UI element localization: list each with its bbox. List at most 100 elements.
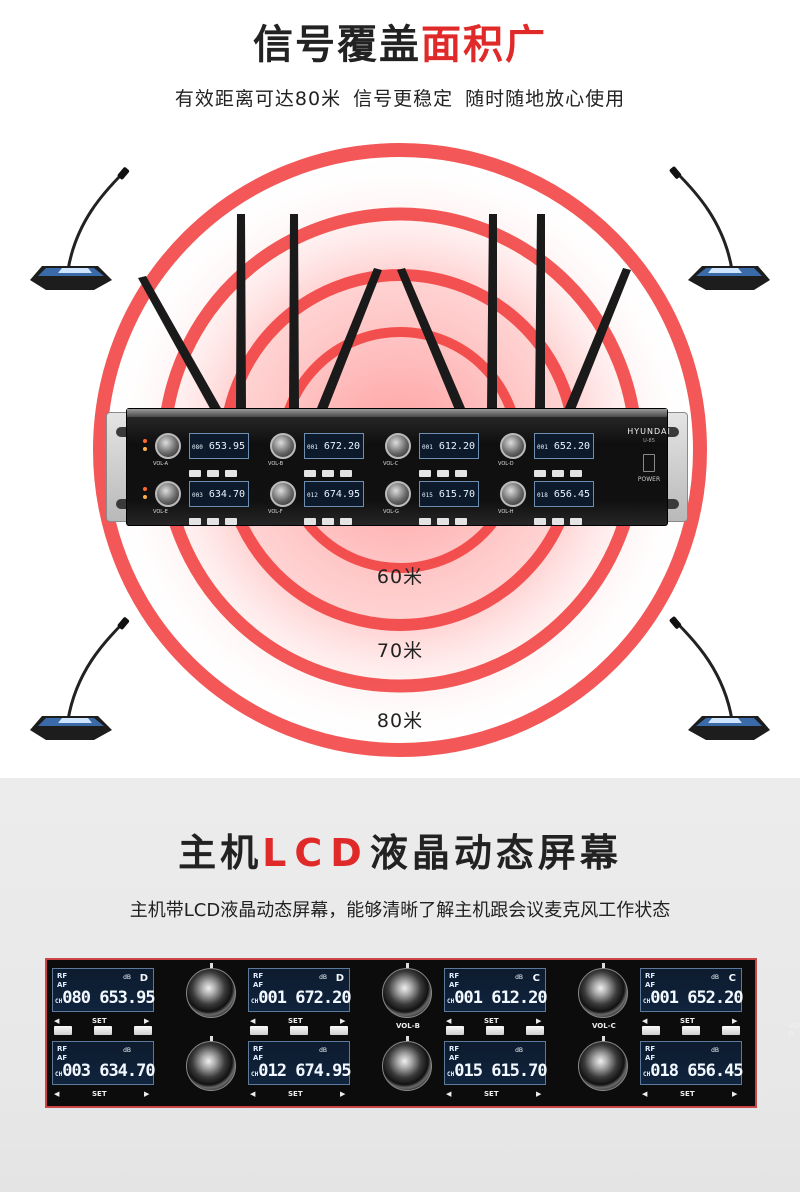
volume-knob[interactable]: [382, 1036, 432, 1091]
right-arrow-icon: ▶: [732, 1090, 738, 1098]
volume-knob[interactable]: [578, 1036, 628, 1091]
channel-buttons[interactable]: [419, 462, 481, 477]
receiver-channel: 001 612.20 VOL-C: [379, 431, 491, 477]
volume-knob[interactable]: [270, 433, 296, 459]
set-key[interactable]: [486, 1026, 504, 1035]
channel-buttons[interactable]: [534, 462, 596, 477]
volume-knob[interactable]: [155, 481, 181, 507]
left-key[interactable]: [250, 1026, 268, 1035]
antenna: [535, 214, 545, 410]
antenna: [236, 214, 246, 410]
power-switch[interactable]: [643, 454, 655, 472]
right-key[interactable]: [722, 1026, 740, 1035]
set-key[interactable]: [94, 1026, 112, 1035]
channel-controls: ◀ SET ▶: [444, 1089, 546, 1105]
ring-80: [93, 143, 707, 757]
right-arrow-icon: ▶: [340, 1090, 346, 1098]
channel-buttons[interactable]: [304, 510, 366, 525]
lcd-title: 主机LCD液晶动态屏幕: [178, 831, 622, 875]
channel-buttons[interactable]: [304, 462, 366, 477]
channel-buttons[interactable]: [419, 510, 481, 525]
set-key[interactable]: [290, 1026, 308, 1035]
left-key[interactable]: [54, 1026, 72, 1035]
lcd-subtitle: 主机带LCD液晶动态屏幕，能够清晰了解主机跟会议麦克风工作状态: [129, 900, 671, 921]
channel-keys: [640, 1026, 742, 1036]
knob-label: VOL-C: [592, 1022, 616, 1030]
left-arrow-icon: ◀: [642, 1017, 648, 1025]
brand-block: HYUNDAI U-85 POWER: [619, 427, 679, 517]
right-key[interactable]: [134, 1026, 152, 1035]
rack-hole: [661, 499, 679, 509]
right-arrow-icon: ▶: [732, 1017, 738, 1025]
left-key[interactable]: [446, 1026, 464, 1035]
receiver-channel: 015 615.70 VOL-G: [379, 479, 491, 525]
left-key[interactable]: [642, 1026, 660, 1035]
volume-label: VOL-E: [153, 509, 168, 515]
set-label: SET: [288, 1017, 303, 1025]
volume-knob[interactable]: [186, 1036, 236, 1091]
wireless-receiver: 080 653.95 VOL-A 001 672.20 VOL-B 001 61…: [106, 408, 688, 526]
volume-knob[interactable]: [155, 433, 181, 459]
set-label: SET: [288, 1090, 303, 1098]
receiver-chassis: 080 653.95 VOL-A 001 672.20 VOL-B 001 61…: [126, 408, 670, 526]
left-arrow-icon: ◀: [446, 1017, 452, 1025]
knob-label: VOL-D: [788, 1022, 800, 1038]
volume-knob[interactable]: [382, 963, 432, 1018]
lcd-display: 015 615.70: [419, 481, 479, 507]
lcd-display: 080 653.95: [189, 433, 249, 459]
lcd-display: 003 634.70: [189, 481, 249, 507]
volume-knob[interactable]: [385, 481, 411, 507]
lcd-display: 012 674.95: [304, 481, 364, 507]
brand-logo: HYUNDAI: [627, 427, 671, 436]
set-key[interactable]: [682, 1026, 700, 1035]
receiver-channel: 018 656.45 VOL-H: [494, 479, 606, 525]
status-led: [143, 495, 147, 499]
antenna: [317, 268, 382, 410]
volume-knob[interactable]: [578, 963, 628, 1018]
volume-knob[interactable]: [500, 433, 526, 459]
status-led: [143, 439, 147, 443]
lcd-display: 001 652.20: [534, 433, 594, 459]
volume-knob[interactable]: [385, 433, 411, 459]
distance-label-70: 70米: [376, 640, 424, 662]
right-key[interactable]: [526, 1026, 544, 1035]
right-key[interactable]: [330, 1026, 348, 1035]
volume-knob[interactable]: [270, 481, 296, 507]
antenna: [565, 268, 631, 410]
volume-knob[interactable]: [500, 481, 526, 507]
channel-buttons[interactable]: [189, 510, 251, 525]
volume-label: VOL-F: [268, 509, 283, 515]
volume-label: VOL-G: [383, 509, 399, 515]
rack-hole: [116, 427, 134, 437]
channel-buttons[interactable]: [189, 462, 251, 477]
power-label: POWER: [637, 476, 661, 483]
volume-label: VOL-A: [153, 461, 169, 467]
channel-buttons[interactable]: [534, 510, 596, 525]
channel-keys: [248, 1026, 350, 1036]
right-arrow-icon: ▶: [536, 1090, 542, 1098]
model-label: U-85: [643, 438, 655, 444]
distance-label-60: 60米: [376, 566, 424, 588]
receiver-channel: 001 672.20 VOL-B: [264, 431, 376, 477]
lcd-display: 018 656.45: [534, 481, 594, 507]
antenna: [289, 214, 299, 410]
channel-keys: [52, 1026, 154, 1036]
receiver-channel: 001 652.20 VOL-D: [494, 431, 606, 477]
volume-label: VOL-B: [268, 461, 284, 467]
volume-knob[interactable]: [186, 963, 236, 1018]
channel-controls: ◀ SET ▶: [444, 1016, 546, 1032]
lcd-display: 001 612.20: [419, 433, 479, 459]
set-label: SET: [680, 1017, 695, 1025]
set-label: SET: [484, 1090, 499, 1098]
status-led: [143, 487, 147, 491]
